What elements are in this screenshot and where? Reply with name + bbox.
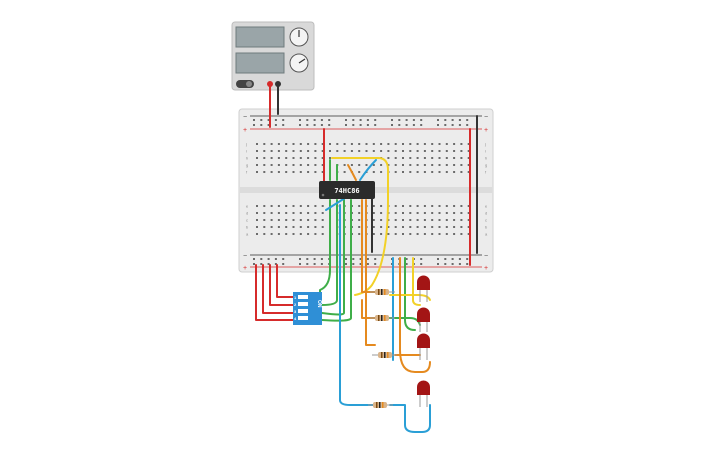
dip-toggle-2[interactable] [298, 302, 308, 306]
row-letter-a-left: a [246, 232, 249, 237]
resistor-2 [370, 315, 395, 321]
wire-green-3 [319, 199, 331, 298]
dip-toggle-1[interactable] [298, 295, 308, 299]
rail-minus-top-right: − [484, 114, 488, 121]
wires[interactable] [255, 83, 478, 433]
row-letter-b-left: b [246, 225, 249, 230]
row-letter-d-left: d [246, 211, 248, 216]
rail-plus-top-right: + [484, 127, 488, 134]
rail-minus-bottom-left: − [243, 253, 247, 260]
wire-green-6 [321, 199, 352, 322]
wire-orange-3 [365, 199, 376, 346]
leds[interactable] [417, 275, 430, 408]
dip-number-3: 3 [294, 309, 297, 314]
row-letter-h-right: h [485, 156, 487, 161]
wire-green-4 [321, 199, 338, 306]
led-1 [417, 275, 430, 302]
dip-on-label: ON [316, 300, 322, 308]
rail-plus-top-left: + [243, 127, 247, 134]
wire-red-switch-3 [269, 264, 294, 306]
dip-number-4: 4 [294, 316, 297, 321]
wire-blue-long [339, 204, 376, 406]
row-letter-j-right: j [484, 142, 486, 147]
rail-plus-bottom-right: + [484, 265, 488, 272]
wire-blue-loop [389, 404, 431, 433]
led-2 [417, 307, 430, 332]
row-letter-f-left: f [246, 170, 248, 175]
wire-orange-res [361, 299, 376, 319]
rail-plus-bottom-left: + [243, 265, 247, 272]
dip-toggle-4[interactable] [298, 316, 308, 320]
resistor-4 [368, 402, 393, 408]
resistors[interactable] [368, 289, 397, 408]
dip-toggles[interactable] [298, 295, 308, 320]
row-letter-b-right: b [485, 225, 488, 230]
wire-yellow-led [389, 294, 431, 301]
wire-green-out [404, 257, 416, 331]
wire-blue-top [359, 159, 377, 181]
row-letter-e-right: e [485, 204, 488, 209]
chip-74hc86[interactable]: 74HC86 [319, 181, 375, 199]
dip-toggle-3[interactable] [298, 309, 308, 313]
row-letter-j-left: j [245, 142, 247, 147]
dip-number-1: 1 [294, 295, 297, 300]
rail-minus-top-left: − [243, 114, 247, 121]
chip-label: 74HC86 [334, 187, 359, 195]
row-letter-i-right: i [485, 149, 486, 154]
voltage-display [235, 26, 285, 48]
wire-yellow-out [412, 257, 421, 306]
dip-number-2: 2 [294, 302, 297, 307]
row-letter-d-right: d [485, 211, 487, 216]
resistor-1 [370, 289, 395, 295]
led-4 [417, 380, 430, 407]
row-letter-f-right: f [485, 170, 487, 175]
wire-red-switch-1 [255, 264, 294, 321]
row-letter-h-left: h [246, 156, 248, 161]
wire-red-switch-4 [276, 264, 294, 298]
row-letter-g-right: g [485, 163, 487, 168]
wire-orange-out [399, 257, 431, 373]
power-supply[interactable] [231, 21, 315, 91]
current-display [235, 52, 285, 74]
row-letter-c-right: c [485, 218, 487, 223]
row-letter-c-left: c [246, 218, 248, 223]
wire-blue-cross [325, 197, 346, 211]
rail-minus-bottom-right: − [484, 253, 488, 260]
led-3 [417, 333, 430, 360]
row-letter-a-right: a [485, 232, 488, 237]
resistor-3 [372, 352, 397, 358]
row-letter-e-left: e [246, 204, 249, 209]
wire-orange-1 [347, 164, 357, 181]
row-letter-i-left: i [246, 149, 247, 154]
dip-switch[interactable]: ON 1 2 3 4 [293, 292, 322, 325]
wire-red-switch-2 [262, 264, 294, 314]
row-letter-g-left: g [246, 163, 248, 168]
